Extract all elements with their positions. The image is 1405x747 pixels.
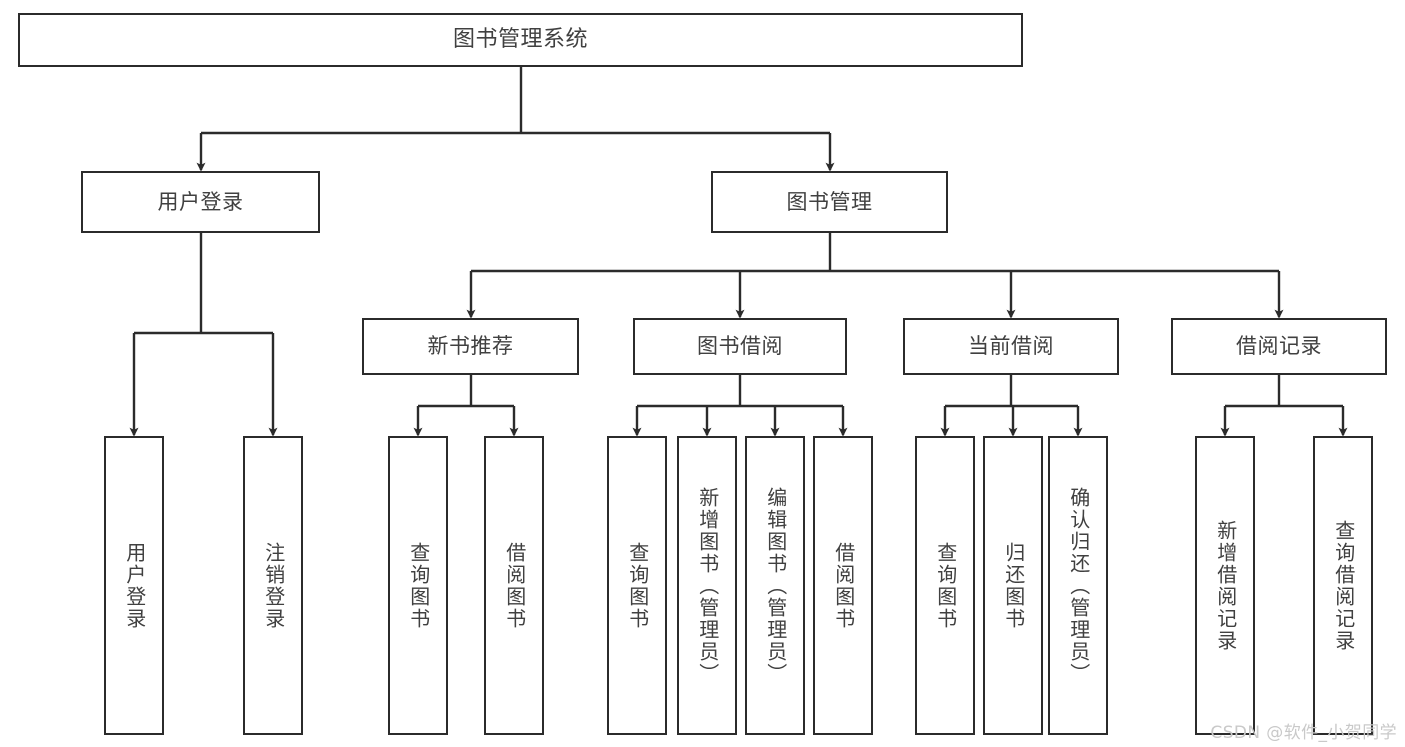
node-box-userlogout[interactable]: 注销登录 <box>243 436 303 735</box>
node-label-newbook: 新书推荐 <box>427 334 514 359</box>
node-label-current: 当前借阅 <box>968 334 1054 359</box>
node-box-re-add[interactable]: 新增借阅记录 <box>1195 436 1255 735</box>
node-label-re-add: 新增借阅记录 <box>1213 519 1238 652</box>
node-box-cu-query[interactable]: 查询图书 <box>915 436 975 735</box>
node-label-bo-query: 查询图书 <box>625 541 650 630</box>
node-label-records: 借阅记录 <box>1236 334 1322 359</box>
node-box-current[interactable]: 当前借阅 <box>903 318 1119 375</box>
node-label-nb-query: 查询图书 <box>406 541 431 630</box>
node-box-bookmgmt[interactable]: 图书管理 <box>711 171 948 233</box>
node-label-bookmgmt: 图书管理 <box>786 189 873 214</box>
node-label-borrow: 图书借阅 <box>697 334 783 359</box>
node-box-userlogin[interactable]: 用户登录 <box>104 436 164 735</box>
node-box-bo-edit[interactable]: 编辑图书（管理员） <box>745 436 805 735</box>
node-box-cu-confirm[interactable]: 确认归还（管理员） <box>1048 436 1108 735</box>
node-label-root: 图书管理系统 <box>452 27 588 53</box>
node-box-cu-return[interactable]: 归还图书 <box>983 436 1043 735</box>
node-label-bo-add: 新增图书（管理员） <box>695 486 720 685</box>
node-label-cu-return: 归还图书 <box>1001 541 1026 630</box>
node-label-bo-borrow: 借阅图书 <box>831 541 856 630</box>
node-box-re-query[interactable]: 查询借阅记录 <box>1313 436 1373 735</box>
node-label-userlogout: 注销登录 <box>261 541 286 630</box>
node-box-root[interactable]: 图书管理系统 <box>18 13 1023 67</box>
node-box-newbook[interactable]: 新书推荐 <box>362 318 579 375</box>
node-box-bo-add[interactable]: 新增图书（管理员） <box>677 436 737 735</box>
node-box-nb-borrow[interactable]: 借阅图书 <box>484 436 544 735</box>
node-box-borrow[interactable]: 图书借阅 <box>633 318 847 375</box>
edge-path-group <box>129 67 1348 437</box>
node-box-records[interactable]: 借阅记录 <box>1171 318 1387 375</box>
node-label-userlogin: 用户登录 <box>122 541 147 630</box>
node-label-cu-query: 查询图书 <box>933 541 958 630</box>
node-label-re-query: 查询借阅记录 <box>1331 519 1356 652</box>
node-label-login: 用户登录 <box>157 189 244 214</box>
node-label-bo-edit: 编辑图书（管理员） <box>763 486 788 685</box>
node-box-bo-query[interactable]: 查询图书 <box>607 436 667 735</box>
node-box-login[interactable]: 用户登录 <box>81 171 320 233</box>
node-label-cu-confirm: 确认归还（管理员） <box>1066 486 1091 685</box>
node-label-nb-borrow: 借阅图书 <box>502 541 527 630</box>
node-box-bo-borrow[interactable]: 借阅图书 <box>813 436 873 735</box>
node-box-nb-query[interactable]: 查询图书 <box>388 436 448 735</box>
